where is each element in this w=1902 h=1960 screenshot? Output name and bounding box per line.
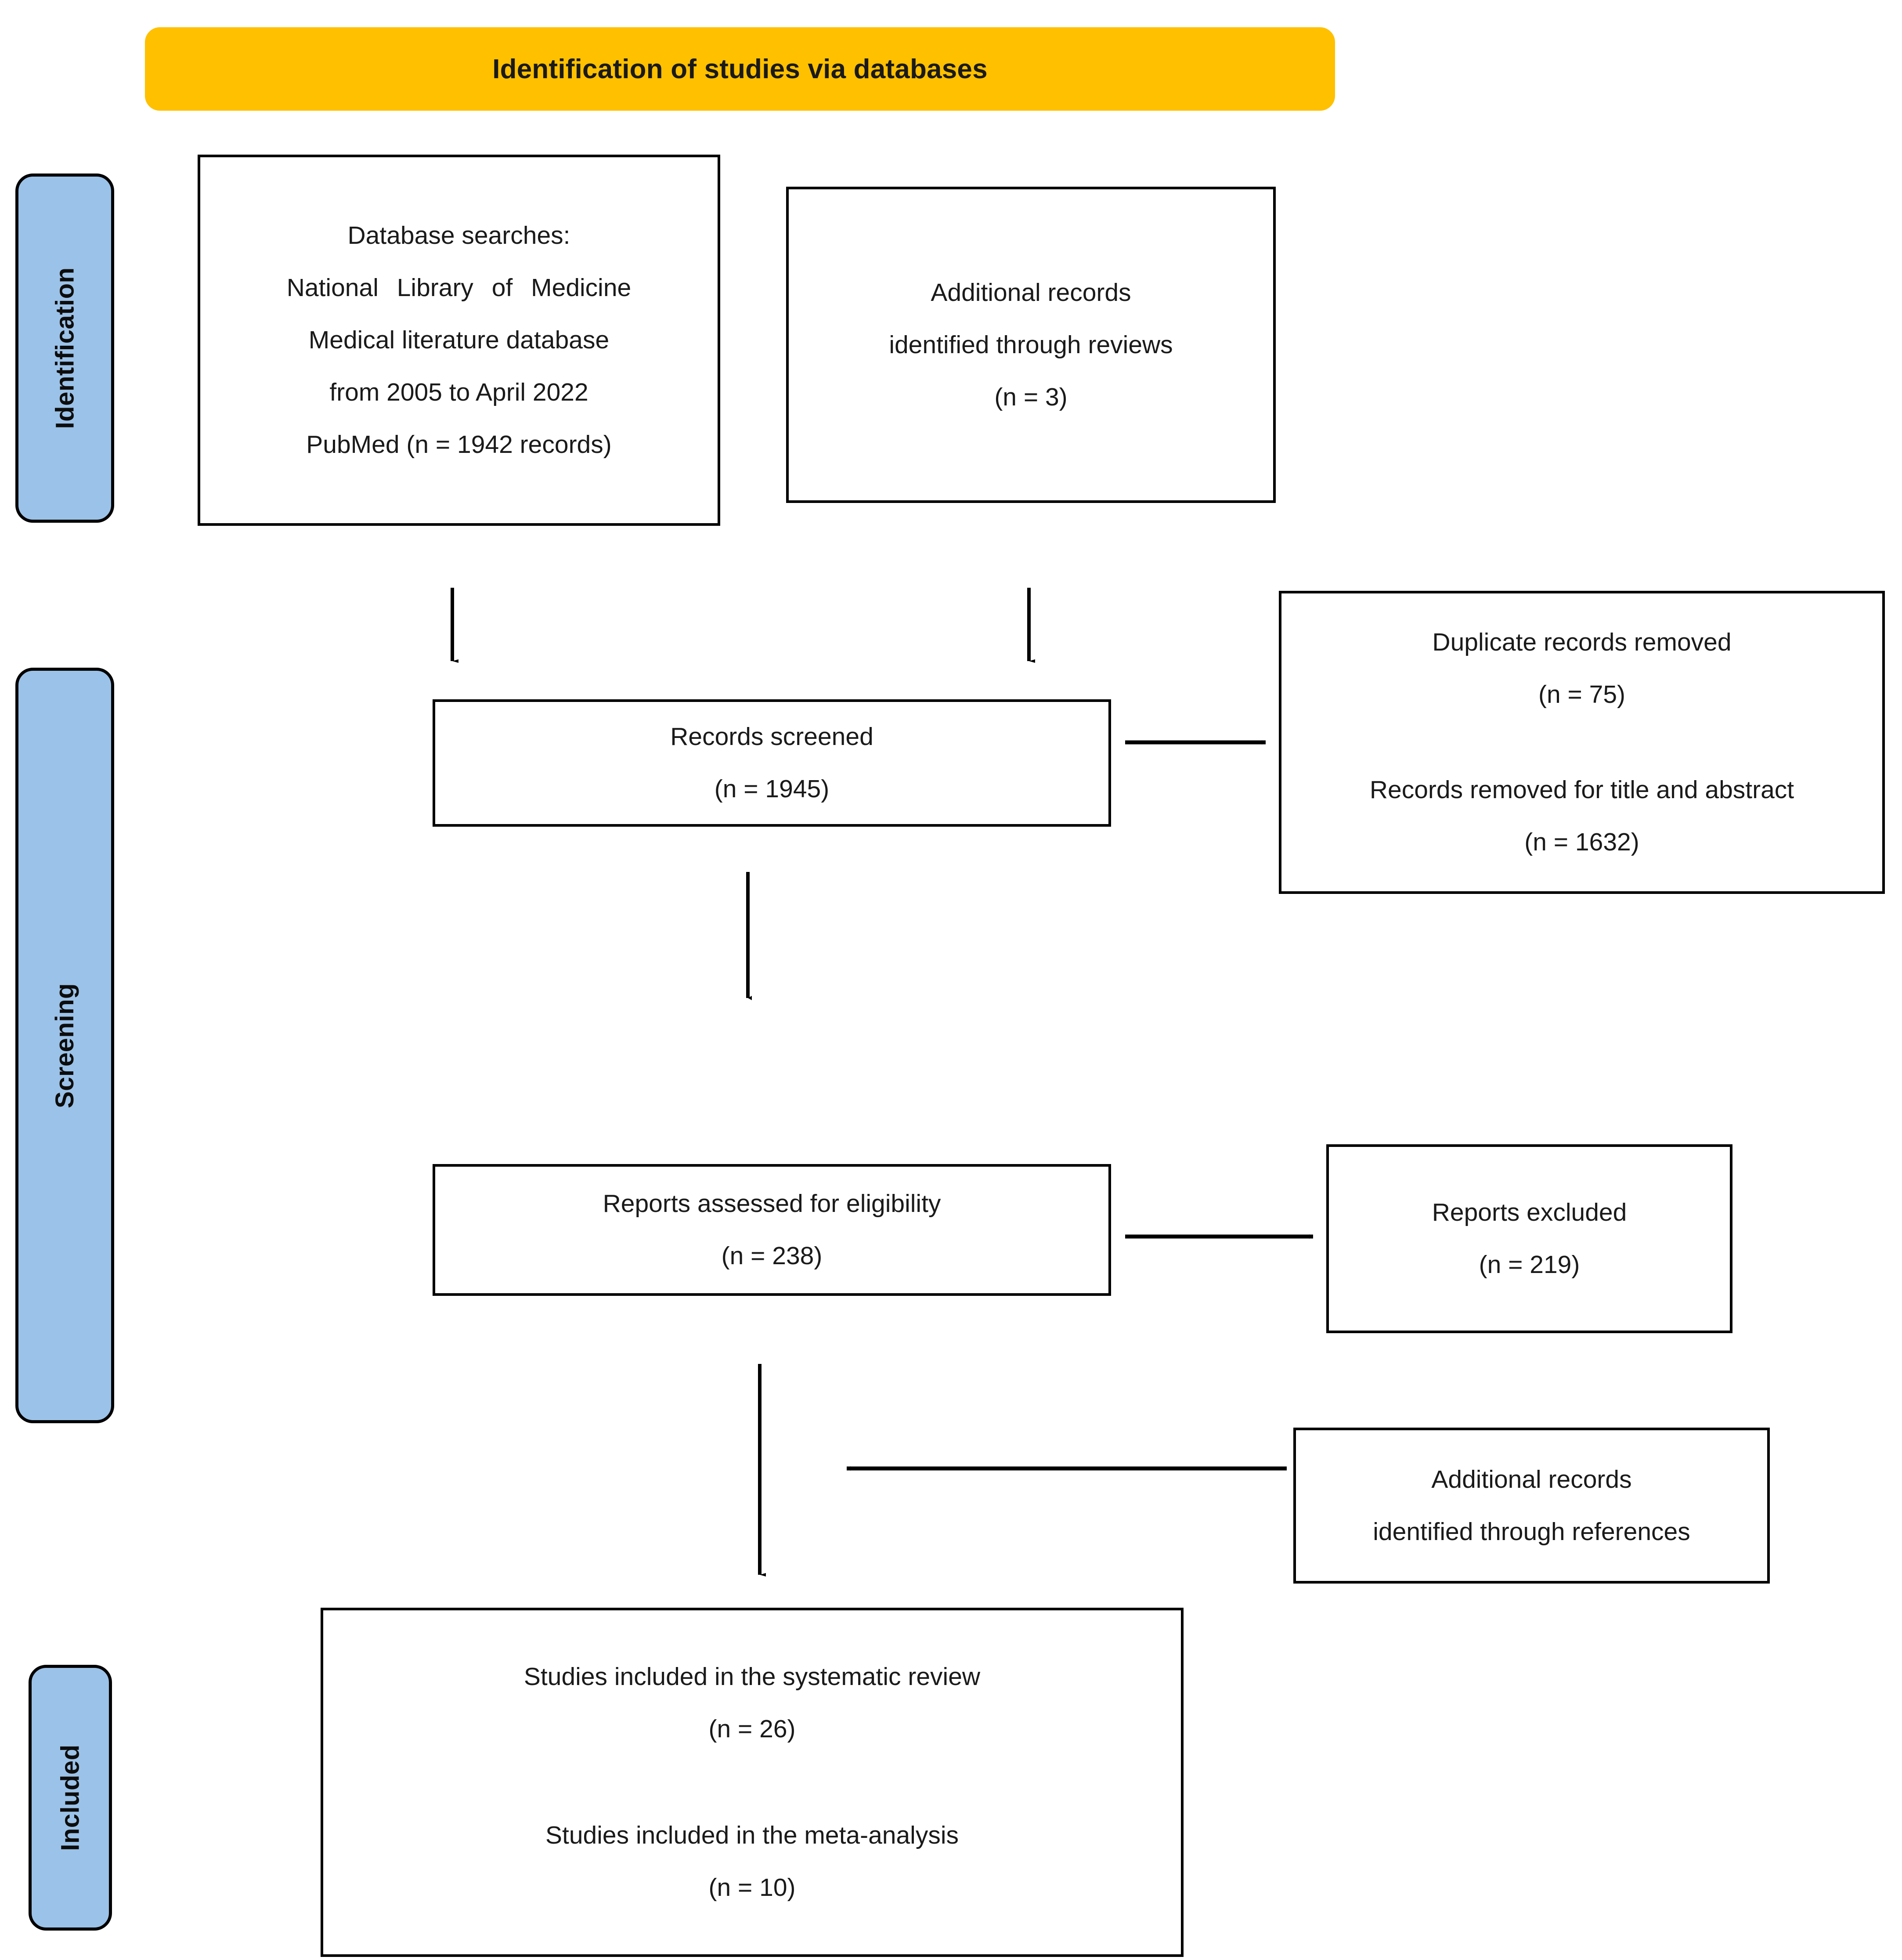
stage-label-identification: Identification bbox=[51, 267, 79, 429]
stage-bar-screening: Screening bbox=[15, 668, 114, 1423]
database-searches-line-4: from 2005 to April 2022 bbox=[329, 378, 588, 406]
studies-included-line-4: (n = 10) bbox=[708, 1873, 796, 1902]
additional-reviews-line-2: identified through reviews bbox=[889, 330, 1173, 359]
records-removed-line-1: Duplicate records removed bbox=[1432, 628, 1732, 656]
box-reports-assessed: Reports assessed for eligibility (n = 23… bbox=[433, 1164, 1111, 1296]
stage-bar-identification: Identification bbox=[15, 174, 114, 523]
banner-title: Identification of studies via databases bbox=[492, 54, 988, 84]
stage-label-screening: Screening bbox=[51, 983, 79, 1108]
additional-reviews-line-1: Additional records bbox=[931, 278, 1131, 307]
database-searches-line-3: Medical literature database bbox=[308, 326, 610, 354]
box-records-removed: Duplicate records removed (n = 75) Recor… bbox=[1279, 591, 1885, 894]
box-reports-excluded: Reports excluded (n = 219) bbox=[1326, 1144, 1732, 1333]
database-searches-line-5: PubMed (n = 1942 records) bbox=[306, 430, 612, 459]
stage-bar-included: Included bbox=[29, 1665, 112, 1931]
records-removed-line-3: Records removed for title and abstract bbox=[1369, 776, 1794, 804]
records-removed-line-2: (n = 75) bbox=[1538, 680, 1626, 709]
stage-label-included: Included bbox=[56, 1744, 85, 1851]
studies-included-line-1: Studies included in the systematic revie… bbox=[523, 1663, 981, 1691]
additional-references-line-1: Additional records bbox=[1431, 1465, 1632, 1494]
box-records-screened: Records screened (n = 1945) bbox=[433, 699, 1111, 827]
records-removed-line-4: (n = 1632) bbox=[1524, 828, 1639, 856]
reports-excluded-line-2: (n = 219) bbox=[1479, 1251, 1580, 1279]
records-screened-line-2: (n = 1945) bbox=[714, 775, 830, 803]
box-database-searches: Database searches: National Library of M… bbox=[198, 155, 720, 526]
studies-included-line-3: Studies included in the meta-analysis bbox=[545, 1821, 959, 1849]
banner-identification-via-databases: Identification of studies via databases bbox=[145, 27, 1335, 111]
additional-references-line-2: identified through references bbox=[1373, 1517, 1690, 1546]
box-studies-included: Studies included in the systematic revie… bbox=[321, 1608, 1184, 1957]
database-searches-line-1: Database searches: bbox=[347, 221, 570, 250]
additional-reviews-line-3: (n = 3) bbox=[994, 383, 1068, 411]
studies-included-line-2: (n = 26) bbox=[708, 1715, 796, 1743]
box-additional-records-references: Additional records identified through re… bbox=[1293, 1428, 1770, 1584]
database-searches-line-2: National Library of Medicine bbox=[286, 274, 632, 302]
reports-excluded-line-1: Reports excluded bbox=[1432, 1198, 1627, 1226]
reports-assessed-line-1: Reports assessed for eligibility bbox=[603, 1190, 941, 1218]
records-screened-line-1: Records screened bbox=[670, 723, 873, 751]
box-additional-records-reviews: Additional records identified through re… bbox=[786, 187, 1276, 503]
reports-assessed-line-2: (n = 238) bbox=[721, 1242, 823, 1270]
